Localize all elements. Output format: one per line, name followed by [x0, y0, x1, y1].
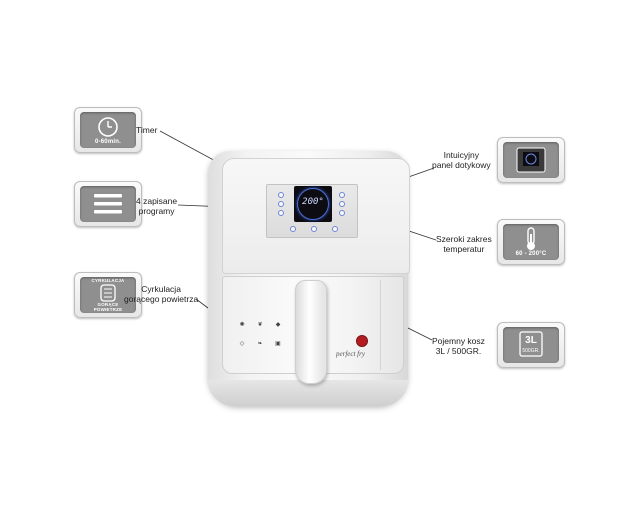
tile-face — [503, 142, 559, 178]
program-icon-1: ✺ — [234, 321, 250, 335]
temperature-callout-line2: temperatur — [443, 244, 485, 254]
program-icon-2: ❦ — [252, 321, 268, 335]
programs-callout: 4 zapisane programy — [136, 196, 177, 216]
touch-button-bottom-2[interactable] — [311, 226, 317, 232]
airflow-callout-line2: gorącego powietrza — [124, 294, 199, 304]
tile-face — [80, 186, 136, 222]
touch-button-bottom-1[interactable] — [290, 226, 296, 232]
programs-feature-tile — [74, 181, 142, 227]
temperature-callout: Szeroki zakres temperatur — [436, 234, 492, 254]
temperature-feature-tile: 60 - 200°C — [497, 219, 565, 265]
touch-button-right-1[interactable] — [339, 192, 345, 198]
tile-face: 60 - 200°C — [503, 224, 559, 260]
timer-callout: Timer — [136, 125, 158, 135]
clock-icon — [98, 117, 118, 137]
steak-icon: ◆ — [275, 322, 281, 328]
display-temperature-value: 200° — [302, 197, 324, 207]
shrimp-icon: ❧ — [257, 341, 263, 347]
basket-capacity-big: 3L — [525, 335, 537, 346]
drawer-handle[interactable] — [295, 280, 327, 384]
basket-capacity-small: 500GR. — [522, 348, 540, 354]
tile-face: CYRKULACJA GORĄCE POWIETRZE — [80, 277, 136, 313]
air-fryer-base — [208, 380, 408, 406]
fish-icon: ◇ — [239, 341, 245, 347]
brand-logo-icon — [356, 335, 368, 347]
digital-display: 200° — [294, 186, 332, 222]
basket-callout-line1: Pojemny kosz — [432, 336, 485, 346]
cake-icon: ▣ — [275, 341, 281, 347]
drawer-divider — [380, 280, 381, 370]
display-ring — [297, 188, 329, 220]
touch-panel-icon — [516, 147, 546, 173]
fries-icon: ✺ — [239, 322, 245, 328]
touch-button-right-2[interactable] — [339, 201, 345, 207]
program-icon-3: ◆ — [270, 321, 286, 335]
tile-face: 3L 500GR. — [503, 327, 559, 363]
airflow-caption-mid: GORĄCE — [97, 302, 119, 307]
touch-panel-callout: Intuicyjny panel dotykowy — [432, 150, 491, 170]
temperature-range-caption: 60 - 200°C — [515, 251, 547, 257]
touch-panel-callout-line1: Intuicyjny — [443, 150, 480, 160]
hot-air-circulation-icon — [100, 284, 116, 302]
program-icon-4: ◇ — [234, 340, 250, 354]
program-icon-5: ❧ — [252, 340, 268, 354]
basket-callout-line2: 3L / 500GR. — [435, 346, 482, 356]
temperature-callout-line1: Szeroki zakres — [436, 234, 492, 244]
airflow-caption-top: CYRKULACJA — [91, 278, 125, 283]
basket-capacity-feature-tile: 3L 500GR. — [497, 322, 565, 368]
chicken-icon: ❦ — [257, 322, 263, 328]
timer-feature-tile: 0-60min. — [74, 107, 142, 153]
airflow-caption-bottom: POWIETRZE — [93, 307, 123, 312]
brand-name: perfect fry — [336, 350, 365, 358]
menu-lines-icon — [94, 194, 122, 214]
programs-callout-line2: programy — [138, 206, 175, 216]
thermometer-icon — [527, 227, 535, 250]
airflow-callout: Cyrkulacja gorącego powietrza — [124, 284, 198, 304]
touch-button-left-2[interactable] — [278, 201, 284, 207]
timer-range-caption: 0-60min. — [95, 139, 121, 145]
programs-callout-line1: 4 zapisane — [136, 196, 178, 206]
airflow-callout-line1: Cyrkulacja — [141, 284, 181, 294]
touch-button-bottom-3[interactable] — [332, 226, 338, 232]
touch-button-left-1[interactable] — [278, 192, 284, 198]
program-icon-6: ▣ — [270, 340, 286, 354]
airflow-feature-tile: CYRKULACJA GORĄCE POWIETRZE — [74, 272, 142, 318]
touch-panel-feature-tile — [497, 137, 565, 183]
basket-capacity-icon — [519, 331, 543, 357]
touch-panel-callout-line2: panel dotykowy — [432, 160, 491, 170]
touch-button-left-3[interactable] — [278, 210, 284, 216]
touch-button-right-3[interactable] — [339, 210, 345, 216]
tile-face: 0-60min. — [80, 112, 136, 148]
basket-callout: Pojemny kosz 3L / 500GR. — [432, 336, 485, 356]
